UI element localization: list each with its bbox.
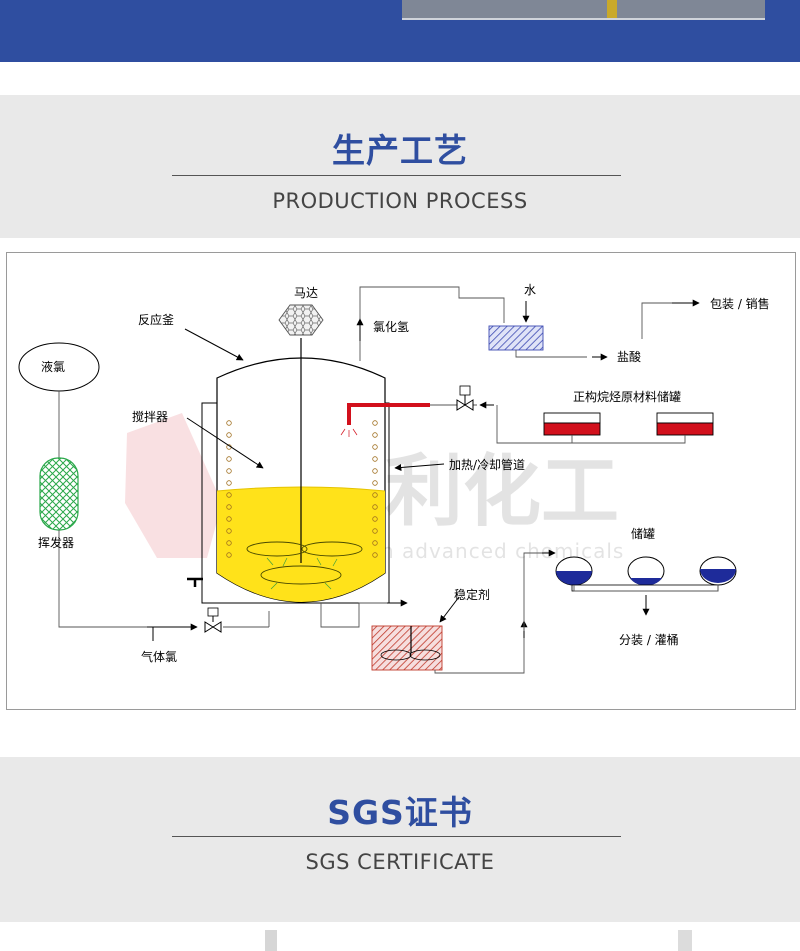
label-hydrochloric-acid: 盐酸 bbox=[617, 349, 641, 364]
chlorine-valve-icon bbox=[204, 621, 222, 633]
label-stabilizer: 稳定剂 bbox=[454, 587, 490, 602]
label-stirrer: 搅拌器 bbox=[132, 409, 168, 424]
motor-icon bbox=[278, 304, 324, 336]
label-dispense: 分装 / 灌桶 bbox=[619, 632, 679, 647]
banner-photo bbox=[402, 0, 765, 20]
bubbles bbox=[266, 557, 338, 590]
label-storage-tank: 储罐 bbox=[631, 526, 655, 541]
section-subtitle-process: PRODUCTION PROCESS bbox=[272, 189, 528, 213]
heating-coil bbox=[226, 420, 378, 558]
section-title-sgs: SGS证书 bbox=[327, 793, 473, 832]
label-heating-pipe: 加热/冷却管道 bbox=[449, 457, 525, 472]
section-subtitle-sgs: SGS CERTIFICATE bbox=[305, 850, 495, 874]
absorber-tank bbox=[488, 325, 544, 351]
process-diagram: 弘利化工 focus on advanced chemicals bbox=[6, 252, 796, 710]
process-diagram-svg: 弘利化工 focus on advanced chemicals bbox=[18, 283, 770, 674]
top-banner bbox=[0, 0, 800, 62]
certificate-preview bbox=[0, 922, 800, 951]
storage-tanks bbox=[555, 556, 737, 586]
label-hcl-gas: 氯化氢 bbox=[373, 319, 409, 334]
label-evaporator: 挥发器 bbox=[38, 535, 74, 550]
label-motor: 马达 bbox=[294, 286, 318, 300]
section-title-process: 生产工艺 bbox=[332, 131, 468, 170]
label-gas-chlorine: 气体氯 bbox=[141, 649, 177, 664]
label-raw-tank: 正构烷烃原材料储罐 bbox=[573, 389, 681, 404]
label-liquid-chlorine: 液氯 bbox=[41, 359, 65, 374]
raw-tank-1 bbox=[543, 422, 601, 436]
raw-tank-2 bbox=[656, 422, 714, 436]
section-header-sgs bbox=[0, 757, 800, 922]
section-divider bbox=[172, 175, 621, 176]
label-reactor: 反应釜 bbox=[138, 312, 174, 327]
feed-pipe bbox=[347, 403, 430, 425]
section-divider bbox=[172, 836, 621, 837]
evaporator-icon bbox=[39, 457, 79, 531]
label-water: 水 bbox=[524, 283, 536, 297]
stabilizer-tank bbox=[371, 625, 443, 671]
section-header-process bbox=[0, 95, 800, 238]
label-package: 包装 / 销售 bbox=[710, 296, 770, 311]
